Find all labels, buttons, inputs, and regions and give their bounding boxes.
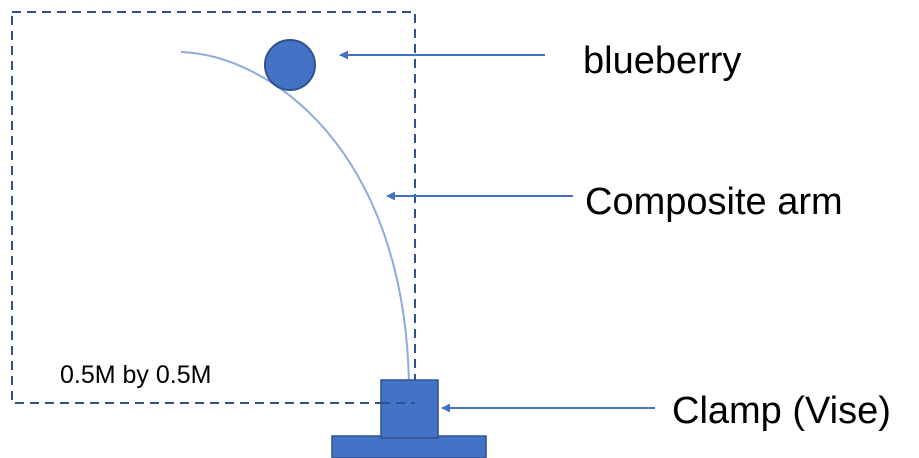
composite-arm-curve xyxy=(180,51,410,386)
clamp-base xyxy=(331,435,487,458)
clamp-block xyxy=(380,379,439,439)
blueberry-circle xyxy=(264,39,316,91)
workspace-size-label: 0.5M by 0.5M xyxy=(60,361,211,389)
composite-arm-label: Composite arm xyxy=(585,181,843,223)
blueberry-label: blueberry xyxy=(583,40,741,82)
clamp-label: Clamp (Vise) xyxy=(672,390,891,432)
workspace-dashed-box xyxy=(11,11,416,404)
